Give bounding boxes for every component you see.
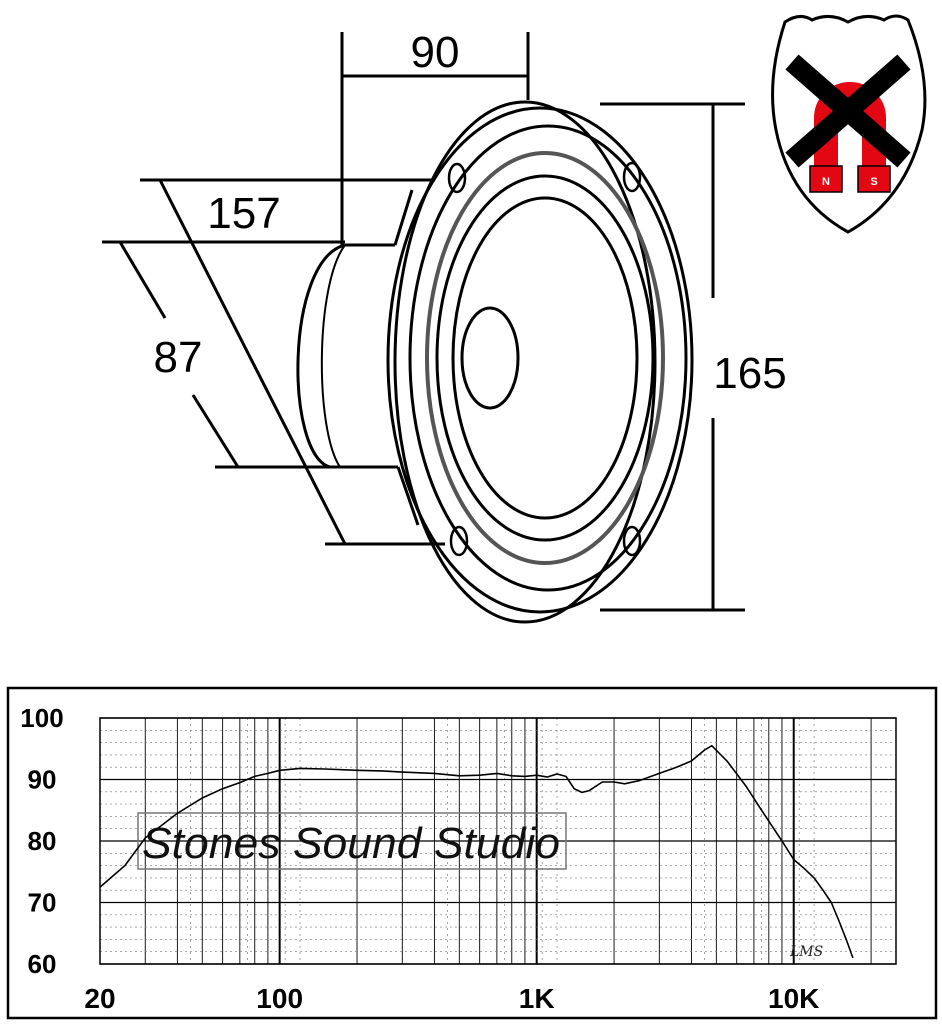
speaker-frame — [386, 100, 694, 624]
x-tick-label: 1K — [519, 983, 555, 1014]
y-tick-label: 90 — [28, 765, 57, 795]
y-tick-label: 80 — [28, 826, 57, 856]
chart-grid — [99, 717, 896, 965]
dust-cap — [460, 306, 520, 410]
response-curve — [99, 744, 854, 959]
dimension-87-label: 87 — [154, 333, 203, 382]
y-axis-tick-labels: 100 90 80 70 60 — [20, 703, 63, 979]
cross-icon — [785, 54, 911, 168]
y-tick-label: 100 — [20, 703, 63, 733]
plot-area-border — [99, 717, 897, 965]
mounting-holes — [447, 161, 642, 557]
north-pole-label: N — [822, 176, 830, 188]
dimension-165-label: 165 — [713, 349, 786, 398]
watermark-text: Stones Sound Studio — [142, 819, 560, 868]
x-tick-label: 20 — [84, 983, 115, 1014]
speaker-dimension-drawing: 90 157 87 165 N S — [102, 14, 927, 624]
x-tick-label: 10K — [768, 983, 819, 1014]
x-axis-tick-labels: 20 100 1K 10K — [84, 983, 819, 1014]
non-magnetic-shielded-badge-icon: N S — [771, 14, 927, 234]
magnet-assembly — [296, 189, 420, 526]
dimension-165-lines — [600, 102, 745, 612]
horseshoe-magnet-icon — [814, 82, 886, 170]
south-pole-label: S — [870, 176, 877, 188]
x-tick-label: 100 — [256, 983, 303, 1014]
dimension-157-label: 157 — [207, 189, 280, 238]
dimension-90-lines — [340, 32, 530, 245]
y-tick-label: 70 — [28, 888, 57, 918]
lms-signature: LMS — [789, 944, 823, 960]
dimension-90-label: 90 — [411, 28, 460, 77]
y-tick-label: 60 — [28, 949, 57, 979]
dimension-87-lines — [102, 240, 345, 469]
watermark-box — [137, 812, 567, 870]
